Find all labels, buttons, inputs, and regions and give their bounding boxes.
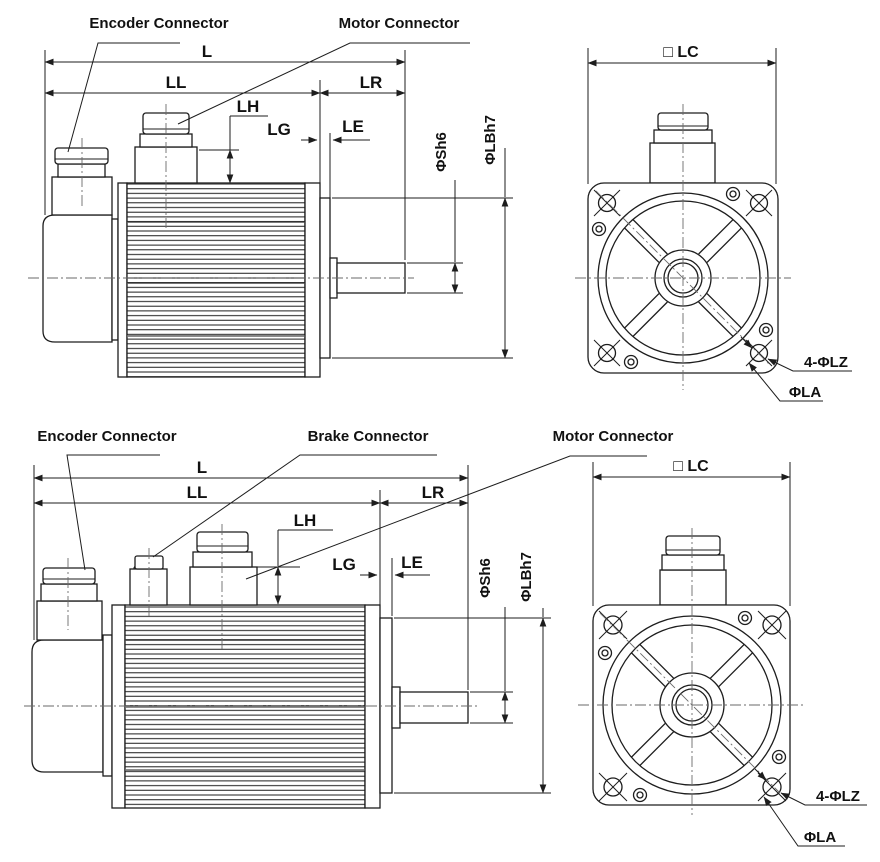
dim-lg-label: LG [267,120,291,139]
top-motor-body [42,182,406,378]
adapter-plate [102,634,113,777]
brake-connector-label: Brake Connector [308,428,429,445]
dim-le-label: LE [401,553,423,572]
motor-connector-label: Motor Connector [553,428,674,445]
top-side-view: Encoder Connector Motor Connector L LL L… [28,15,513,378]
pilot-diameter-label: ΦLBh7 [482,115,499,165]
dim-lr-label: LR [422,483,445,502]
cover-screws [597,610,787,803]
dim-lh-label: LH [237,97,260,116]
flange-size-label: □ LC [663,44,699,61]
dim-lr-label: LR [360,73,383,92]
bottom-brake-connector [129,555,168,606]
pilot-diameter-label: ΦLBh7 [518,552,535,602]
cover-screws [591,186,774,370]
bolt-circle-label: ΦLA [804,829,836,846]
encoder-connector-label: Encoder Connector [89,15,228,32]
bottom-leader-lines [66,454,647,580]
top-front-view: □ LC 4-ΦLZ ΦLA [575,44,852,402]
spokes [630,643,754,767]
dim-le-label: LE [342,117,364,136]
top-leader-lines [67,42,470,153]
bottom-front-view: □ LC 4-ΦLZ ΦLA [578,458,867,847]
shaft [399,691,469,724]
bottom-front-dimensions [592,462,791,606]
top-front-centerlines [575,104,791,390]
front-end-cap [117,182,128,378]
front-end-cap [111,604,126,809]
shaft-step [391,686,401,729]
encoder-connector-label: Encoder Connector [37,428,176,445]
rear-end-cap [304,182,321,378]
top-front-connector [649,112,716,184]
flange-pilot [379,617,393,794]
mounting-holes-label: 4-ΦLZ [804,354,848,371]
shaft-diameter-label: ΦSh6 [433,132,450,172]
dim-ll-label: LL [187,483,208,502]
top-centerlines [28,104,414,279]
bottom-front-centerlines [578,528,804,815]
bottom-front-connector [659,535,727,606]
bottom-motor-connector [189,531,258,606]
bottom-encoder-connector [36,567,103,641]
dim-l-label: L [197,458,207,477]
flange-size-label: □ LC [673,458,709,475]
mounting-holes-label: 4-ΦLZ [816,788,860,805]
bottom-side-view: Encoder Connector Brake Connector Motor … [24,428,674,809]
motor-connector-label: Motor Connector [339,15,460,32]
motor-body-fins [126,182,306,378]
bottom-front-leaders [754,768,867,847]
dim-l-label: L [202,42,212,61]
top-dimension-lines [44,50,513,359]
spokes [623,218,743,338]
top-front-leaders [740,336,852,402]
adapter-plate [111,218,119,341]
rear-end-cap [364,604,381,809]
bottom-motor-body [31,604,469,809]
shaft-diameter-label: ΦSh6 [477,558,494,598]
dim-lg-label: LG [332,555,356,574]
encoder-housing [42,214,113,343]
dim-ll-label: LL [166,73,187,92]
dim-lh-label: LH [294,511,317,530]
top-front-dimensions [587,48,777,184]
bottom-centerlines [24,524,478,707]
bolt-circle-label: ΦLA [789,384,821,401]
